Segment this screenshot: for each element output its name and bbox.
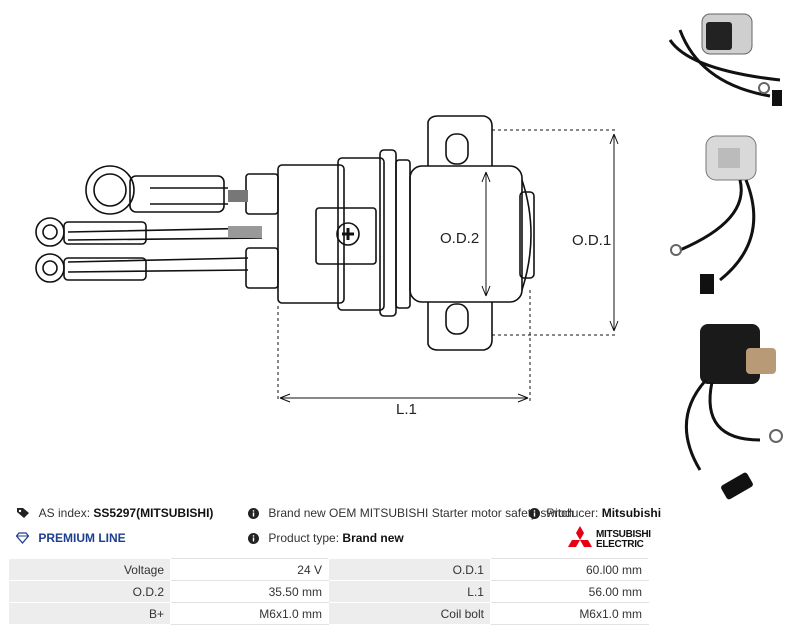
product-photo-top <box>668 13 782 106</box>
product-type-value: Brand new <box>342 531 404 545</box>
spec-label: O.D.2 <box>8 580 171 603</box>
spec-value: M6x1.0 mm <box>489 602 650 625</box>
spec-label: L.1 <box>327 580 491 603</box>
logo-line-2: ELECTRIC <box>596 539 644 550</box>
diamond-icon <box>16 532 29 544</box>
spec-label: B+ <box>8 602 171 625</box>
producer-label: Producer: <box>546 506 599 520</box>
l1-label: L.1 <box>396 401 417 418</box>
description-text: Brand new OEM MITSUBISHI Starter motor s… <box>268 506 574 520</box>
table-row: Voltage 24 V O.D.1 60.l00 mm <box>8 558 650 581</box>
od1-label: O.D.1 <box>572 232 611 249</box>
premium-line-row: PREMIUM LINE <box>16 531 126 545</box>
as-index-row: AS index: SS5297(MITSUBISHI) <box>16 506 213 520</box>
product-photos <box>668 13 783 500</box>
specs-table: Voltage 24 V O.D.1 60.l00 mm O.D.2 35.50… <box>8 558 650 625</box>
product-type-row: Product type: Brand new <box>248 531 404 545</box>
premium-line-label: PREMIUM LINE <box>38 531 126 545</box>
tags-icon <box>17 508 29 518</box>
technical-drawing: O.D.1 O.D.2 L.1 <box>35 115 619 418</box>
mitsubishi-diamonds-icon <box>568 526 592 547</box>
table-row: B+ M6x1.0 mm Coil bolt M6x1.0 mm <box>8 602 650 625</box>
spec-value: M6x1.0 mm <box>170 602 329 625</box>
as-index-label: AS index: <box>38 506 91 520</box>
spec-value: 56.00 mm <box>489 580 650 603</box>
spec-value: 35.50 mm <box>170 580 329 603</box>
info-icon <box>248 533 259 544</box>
producer-value: Mitsubishi <box>601 506 662 520</box>
spec-label: Voltage <box>8 558 171 581</box>
product-type-label: Product type: <box>268 531 340 545</box>
logo-line-1: MITSUBISHI <box>596 529 651 540</box>
product-photo-middle <box>670 135 757 294</box>
description-row: Brand new OEM MITSUBISHI Starter motor s… <box>248 506 574 520</box>
spec-label: O.D.1 <box>327 558 491 581</box>
as-index-value: SS5297(MITSUBISHI) <box>93 506 214 520</box>
od2-label: O.D.2 <box>440 230 479 247</box>
producer-row: Producer: Mitsubishi <box>529 506 661 520</box>
table-row: O.D.2 35.50 mm L.1 56.00 mm <box>8 580 650 603</box>
spec-value: 60.l00 mm <box>489 558 650 581</box>
info-icon <box>529 508 540 519</box>
mitsubishi-electric-logo: MITSUBISHI ELECTRIC <box>566 525 651 553</box>
spec-label: Coil bolt <box>327 602 491 625</box>
spec-value: 24 V <box>170 558 329 581</box>
info-icon <box>248 508 259 519</box>
product-photo-bottom <box>684 324 783 500</box>
